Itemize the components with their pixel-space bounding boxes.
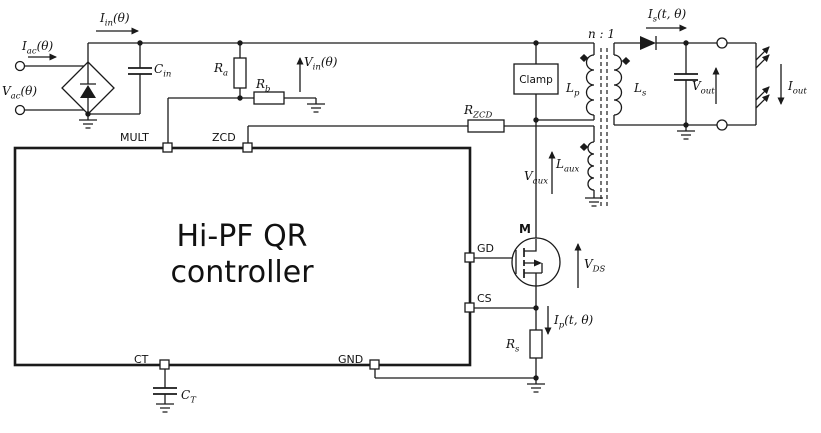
capacitor-plates <box>128 67 698 395</box>
controller-title-line2: controller <box>170 255 314 290</box>
label-i-out: Iout <box>787 79 807 97</box>
junction-dots <box>85 40 689 381</box>
led-arrow-4 <box>755 94 770 109</box>
ground-symbols <box>79 103 695 413</box>
output-terminal-plus <box>716 37 728 49</box>
aux-phase-dot <box>579 143 589 151</box>
pin-label-gnd: GND <box>338 353 363 366</box>
led-arrow-2 <box>755 54 770 69</box>
label-c-t: CT <box>181 388 197 406</box>
label-v-ds: VDS <box>584 257 605 275</box>
label-l-p: Lp <box>565 81 580 99</box>
controller-box: Hi-PF QR controller MULT ZCD GD CS GND C… <box>13 131 494 370</box>
resistor-ra <box>233 57 247 89</box>
circuit-wires <box>24 42 757 404</box>
label-r-a: Ra <box>213 61 228 79</box>
pin-square-ct <box>159 359 170 370</box>
pin-square-gd <box>464 252 475 263</box>
aux-winding <box>587 141 595 191</box>
label-r-b: Rb <box>255 77 271 95</box>
mosfet-body-arrow <box>534 259 542 267</box>
primary-phase-dot <box>579 54 589 62</box>
label-c-in: Cin <box>154 62 171 80</box>
transformer <box>579 48 631 208</box>
label-r-s: Rs <box>505 337 520 355</box>
bridge-diode-icon <box>80 85 96 98</box>
label-r-zcd: RZCD <box>463 103 492 121</box>
resistor-rzcd <box>467 119 505 133</box>
label-i-in: Iin(θ) <box>99 11 130 29</box>
pin-square-mult <box>162 142 173 153</box>
resistor-rs <box>529 329 543 359</box>
controller-title-line1: Hi-PF QR <box>176 219 307 254</box>
pin-label-gd: GD <box>477 242 494 255</box>
label-v-out: Vout <box>692 79 715 97</box>
primary-winding <box>585 54 595 116</box>
ac-terminal-top <box>14 60 26 72</box>
pin-square-zcd <box>242 142 253 153</box>
mosfet-leads <box>524 239 543 286</box>
secondary-phase-dot <box>621 57 631 65</box>
clamp-label: Clamp <box>519 74 553 86</box>
label-n-ratio: n : 1 <box>588 27 615 41</box>
bridge-rectifier <box>61 61 115 115</box>
label-v-ac: Vac(θ) <box>2 84 37 102</box>
diode-triangle <box>640 36 656 50</box>
clamp-box <box>513 63 559 95</box>
mosfet <box>511 237 561 287</box>
label-mosfet-m: M <box>519 222 531 236</box>
pin-label-ct: CT <box>134 353 149 366</box>
led-arrow-3 <box>755 86 770 101</box>
transformer-core <box>600 48 608 208</box>
label-i-s: Is(t, θ) <box>647 7 686 25</box>
label-l-s: Ls <box>633 81 647 99</box>
label-i-p: Ip(t, θ) <box>553 313 594 331</box>
pin-label-mult: MULT <box>120 131 149 144</box>
pin-label-zcd: ZCD <box>212 131 236 144</box>
led-arrow-1 <box>755 46 770 61</box>
resistor-rb <box>253 91 285 105</box>
secondary-winding <box>613 54 623 116</box>
pin-square-gnd <box>369 359 380 370</box>
label-v-in: Vin(θ) <box>304 55 338 73</box>
pin-label-cs: CS <box>477 292 492 305</box>
label-l-aux: Laux <box>555 157 580 175</box>
ac-terminal-bottom <box>14 104 26 116</box>
label-v-aux: Vaux <box>524 169 548 187</box>
label-i-ac: Iac(θ) <box>21 39 53 57</box>
output-terminal-minus <box>716 119 728 131</box>
output-diode <box>640 36 657 50</box>
annotation-arrows <box>28 24 785 335</box>
pin-square-cs <box>464 302 475 313</box>
